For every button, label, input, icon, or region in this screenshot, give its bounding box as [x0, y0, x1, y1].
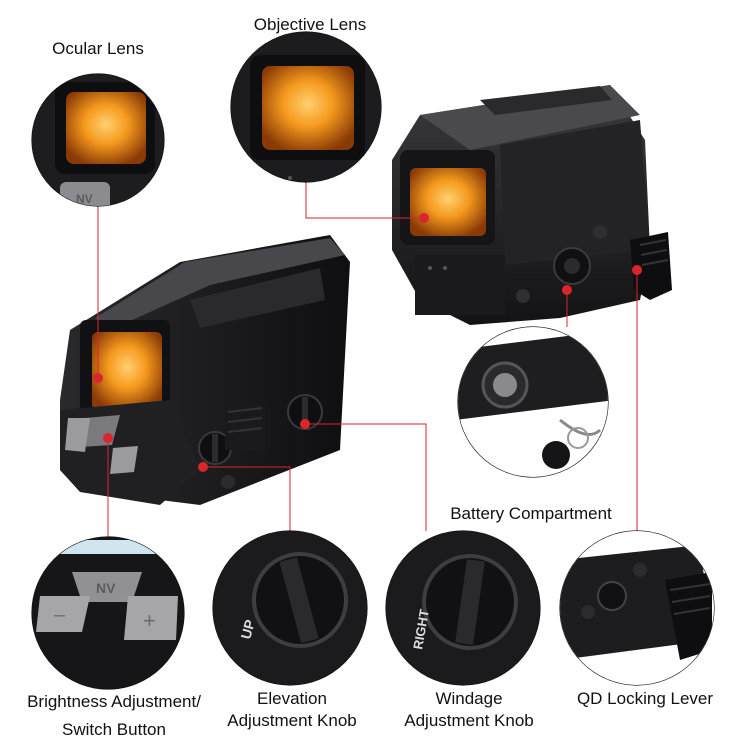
up-glyph: UP: [237, 618, 257, 641]
label-windage-line1: Windage: [435, 689, 503, 708]
callout-battery: [457, 326, 609, 478]
label-brightness-line2: Switch Button: [62, 720, 166, 739]
label-battery-text: Battery Compartment: [450, 504, 612, 523]
label-windage: Windage Adjustment Knob: [394, 688, 544, 732]
marker-dots: [93, 213, 642, 472]
dot-objective: [419, 213, 429, 223]
callout-ocular-lens: NV: [31, 73, 165, 207]
callout-objective-lens: [230, 31, 382, 183]
label-elevation-line1: Elevation: [257, 689, 327, 708]
callout-brightness: NV – +: [31, 536, 185, 690]
nv-glyph: NV: [96, 580, 116, 596]
label-qd-lever-text: QD Locking Lever: [576, 689, 714, 708]
callout-windage: RIGHT: [385, 530, 541, 686]
label-objective-lens: Objective Lens: [240, 14, 380, 36]
dot-qd: [632, 265, 642, 275]
dot-battery: [562, 285, 572, 295]
leader-windage: [305, 423, 427, 531]
plus-glyph: +: [143, 608, 156, 633]
dot-brightness: [103, 433, 113, 443]
right-glyph: RIGHT: [410, 608, 432, 650]
leader-elevation: [203, 466, 291, 531]
label-elevation: Elevation Adjustment Knob: [218, 688, 366, 732]
dot-windage: [300, 419, 310, 429]
dot-ocular: [93, 373, 103, 383]
dot-elevation: [198, 462, 208, 472]
label-ocular-lens: Ocular Lens: [40, 38, 156, 60]
label-elevation-line2: Adjustment Knob: [227, 711, 357, 730]
label-windage-line2: Adjustment Knob: [404, 711, 534, 730]
qd-lever-shape: [630, 232, 672, 300]
leader-lines: [97, 182, 638, 537]
objective-lens-glass: [410, 168, 486, 236]
label-qd-lever: QD Locking Lever: [572, 688, 718, 710]
sight-front-view: [392, 85, 672, 325]
callout-qd-lever: [559, 530, 715, 686]
label-brightness-line1: Brightness Adjustment/: [27, 692, 201, 711]
label-ocular-lens-text: Ocular Lens: [52, 39, 144, 58]
label-objective-lens-text: Objective Lens: [253, 15, 367, 34]
ocular-lens-glass: [92, 332, 162, 410]
label-brightness: Brightness Adjustment/ Switch Button: [14, 688, 214, 744]
callout-elevation: UP: [212, 530, 368, 686]
minus-glyph: –: [54, 604, 66, 626]
ocular-nv-glyph: NV: [76, 192, 93, 206]
label-battery-compartment: Battery Compartment: [438, 503, 624, 525]
leader-objective: [305, 182, 424, 219]
